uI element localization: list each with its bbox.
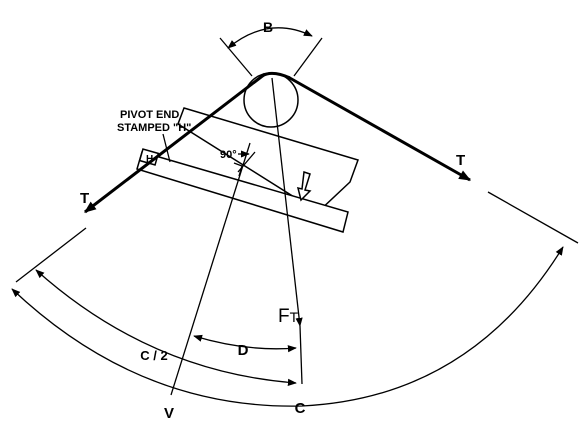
d-label: D [238, 342, 249, 359]
b-angle-arc [227, 27, 313, 49]
roller [243, 72, 299, 128]
pivot-leader [162, 133, 171, 163]
half-c-dimension-arc [35, 269, 297, 386]
extension-line-right [487, 191, 579, 244]
b-extension-right [293, 37, 323, 77]
tension-line-right [287, 75, 472, 182]
tension-line-left [84, 72, 266, 214]
resultant-force-extension [299, 325, 303, 385]
right-angle-mark [233, 162, 243, 177]
sensor-plate [177, 107, 359, 213]
pivot-end-label-line2: STAMPED "H" [117, 122, 191, 134]
direction-arrow-icon [296, 170, 312, 202]
v-label: V [164, 405, 174, 422]
pivot-end-label-line1: PIVOT END [120, 109, 179, 121]
b-extension-left [219, 37, 253, 77]
extension-line-left [15, 227, 87, 283]
b-label: B [263, 19, 273, 35]
tension-label-left: T [80, 190, 89, 207]
ninety-degree-label: 90° [220, 149, 237, 161]
tension-label-right: T [456, 152, 465, 169]
pivot-h-label: H [146, 154, 153, 165]
c-dimension-arc [11, 246, 564, 407]
roller-wrap [261, 71, 291, 80]
resultant-force-label: FT [278, 306, 299, 327]
c-label: C [295, 400, 306, 417]
mounting-bar [136, 151, 349, 233]
half-c-label: C / 2 [140, 348, 167, 363]
